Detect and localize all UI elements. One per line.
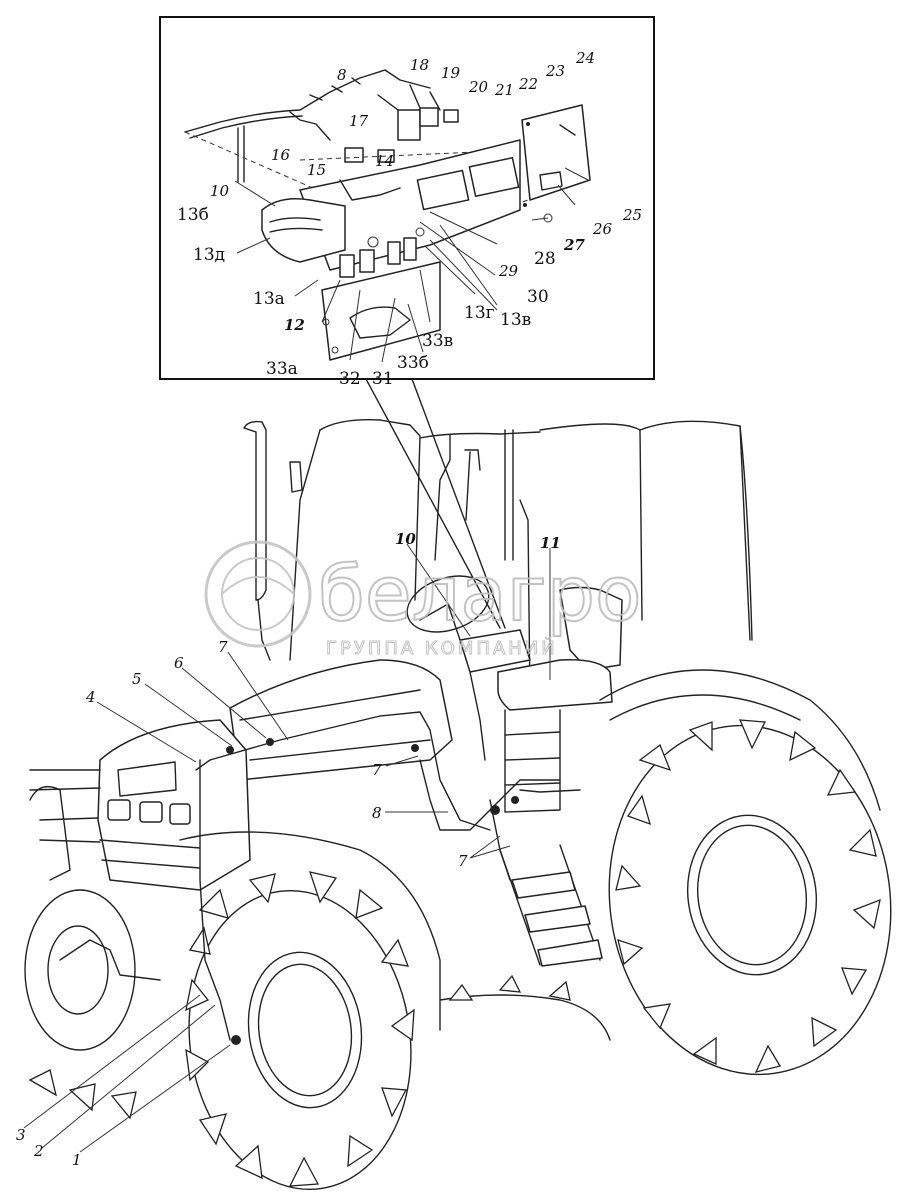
callout-10-main: 10 (395, 530, 416, 548)
callout-13v: 13в (500, 310, 531, 330)
callout-10: 10 (210, 182, 230, 200)
callout-33v: 33в (422, 331, 453, 351)
callout-6: 6 (174, 654, 184, 672)
watermark-brand: белагро (318, 549, 641, 638)
inset-pointer-lines (365, 378, 506, 629)
callout-8-main: 8 (372, 804, 382, 822)
watermark: белагро ГРУППА КОМПАНИЙ (204, 540, 642, 660)
callout-18: 18 (410, 56, 429, 74)
tractor-drawing (24, 419, 892, 1191)
callout-30: 30 (527, 287, 549, 307)
callout-11: 11 (540, 534, 561, 552)
callout-21: 21 (494, 81, 514, 99)
callout-16: 16 (271, 146, 291, 164)
callout-13a: 13а (253, 289, 285, 309)
callout-31: 31 (372, 369, 394, 389)
callout-7-mid: 7 (372, 761, 382, 779)
callout-12: 12 (284, 316, 305, 334)
callout-24: 24 (575, 49, 595, 67)
callout-17: 17 (349, 112, 369, 130)
callout-4: 4 (85, 688, 96, 706)
callout-25: 25 (622, 206, 642, 224)
callout-1: 1 (72, 1151, 82, 1169)
callout-15: 15 (307, 161, 326, 179)
callout-13d: 13д (193, 245, 225, 265)
callout-13b: 13б (177, 205, 209, 225)
callout-19: 19 (441, 64, 461, 82)
callout-26: 26 (592, 220, 613, 238)
inset-detail-panel (159, 16, 655, 380)
callout-33a: 33а (266, 359, 298, 379)
callout-5: 5 (132, 670, 142, 688)
callout-23: 23 (545, 62, 565, 80)
callout-27: 27 (563, 236, 585, 254)
callout-32: 32 (339, 369, 361, 389)
callout-7-low: 7 (458, 852, 468, 870)
callout-8: 8 (337, 66, 347, 84)
callout-3: 3 (16, 1126, 26, 1144)
callout-20: 20 (468, 78, 489, 96)
callout-7-top: 7 (218, 638, 228, 656)
callout-22: 22 (518, 75, 538, 93)
callout-2: 2 (33, 1142, 44, 1160)
callout-28: 28 (534, 249, 556, 269)
callout-33b: 33б (397, 353, 429, 373)
callout-29: 29 (498, 262, 519, 280)
inset-callout-labels: 8 18 19 20 21 22 23 24 17 16 15 14 10 13… (177, 49, 642, 389)
callout-13g: 13г (464, 303, 495, 323)
watermark-subtitle: ГРУППА КОМПАНИЙ (326, 637, 558, 659)
main-callouts: 1 2 3 4 5 6 7 7 8 7 10 11 (16, 530, 561, 1169)
callout-14: 14 (375, 152, 394, 170)
